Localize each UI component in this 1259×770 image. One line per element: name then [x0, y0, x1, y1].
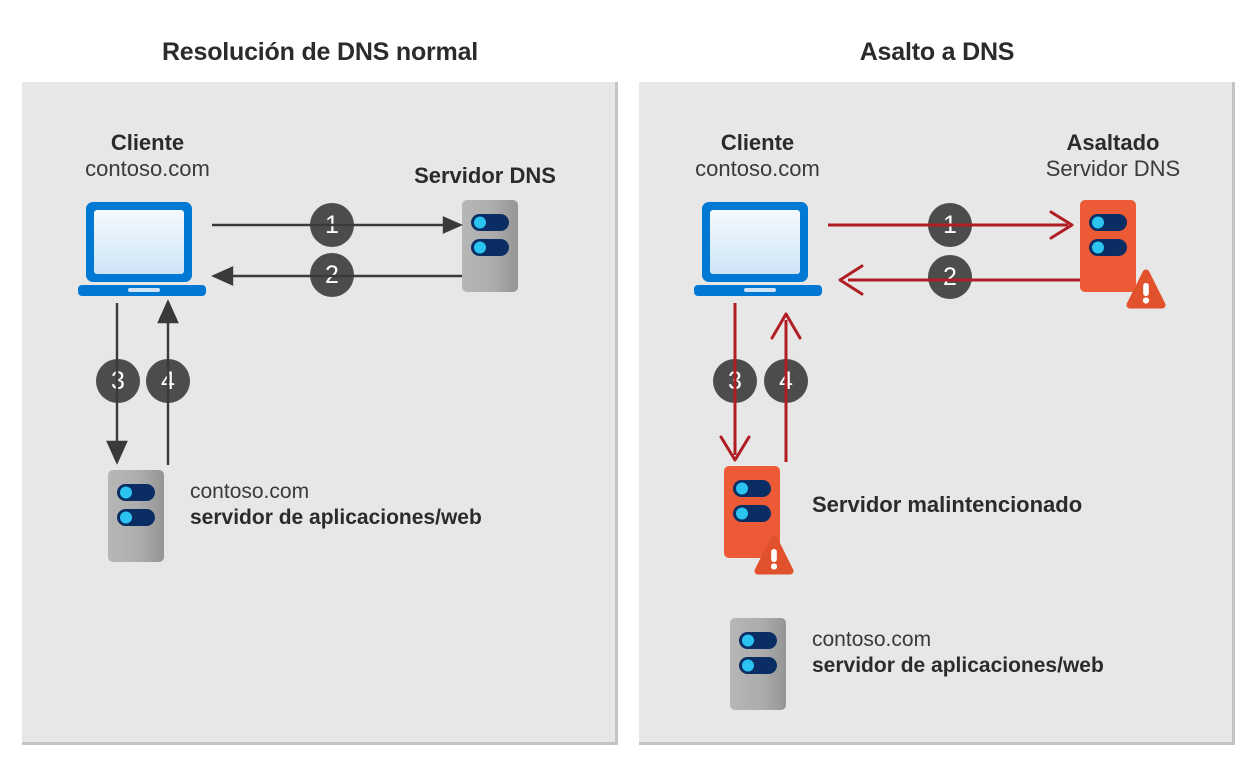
left-step-badge-3: 3: [96, 359, 140, 403]
right-client-label: Cliente contoso.com: [655, 130, 860, 182]
left-client-laptop: [78, 200, 206, 301]
right-client-title: Cliente: [720, 130, 795, 155]
left-app-server: [108, 470, 164, 567]
left-client-label: Cliente contoso.com: [45, 130, 250, 182]
right-dns-server-compromised: [1080, 200, 1176, 317]
server-icon: [730, 618, 786, 710]
left-step-badge-1: 1: [310, 203, 354, 247]
right-step-badge-2: 2: [928, 255, 972, 299]
right-app-server-line2: servidor de aplicaciones/web: [812, 654, 1104, 678]
right-app-server-line1: contoso.com: [812, 628, 932, 651]
warning-triangle-icon: [1126, 269, 1166, 309]
right-malicious-server-label: Servidor malintencionado: [812, 492, 1083, 517]
left-app-server-label: contoso.com servidor de aplicaciones/web: [190, 479, 482, 532]
left-panel-title: Resolución de DNS normal: [161, 38, 479, 66]
right-client-subtitle: contoso.com: [695, 155, 820, 181]
left-step-badge-4: 4: [146, 359, 190, 403]
warning-triangle-icon: [754, 535, 794, 575]
right-panel-title: Asalto a DNS: [859, 38, 1015, 66]
left-app-server-line1: contoso.com: [190, 480, 310, 503]
right-app-server: [730, 618, 786, 715]
left-panel: [22, 82, 618, 745]
right-step-badge-4: 4: [764, 359, 808, 403]
server-compromised-icon: [724, 466, 794, 575]
left-step-badge-2: 2: [310, 253, 354, 297]
server-icon: [462, 200, 518, 292]
left-dns-label: Servidor DNS: [385, 163, 585, 189]
laptop-icon: [78, 202, 206, 296]
left-dns-title: Servidor DNS: [414, 163, 556, 188]
right-step-badge-1: 1: [928, 203, 972, 247]
right-dns-title: Asaltado: [1066, 130, 1160, 155]
right-dns-label: Asaltado Servidor DNS: [1013, 130, 1213, 182]
laptop-icon: [694, 202, 822, 296]
right-client-laptop: [694, 200, 822, 301]
server-compromised-icon: [1080, 200, 1166, 309]
left-client-title: Cliente: [110, 130, 185, 155]
left-dns-server: [462, 200, 518, 297]
right-app-server-label: contoso.com servidor de aplicaciones/web: [812, 627, 1104, 680]
right-malicious-server: [724, 466, 820, 583]
left-client-subtitle: contoso.com: [85, 155, 210, 181]
right-step-badge-3: 3: [713, 359, 757, 403]
right-dns-subtitle: Servidor DNS: [1045, 155, 1181, 181]
server-icon: [108, 470, 164, 562]
left-app-server-line2: servidor de aplicaciones/web: [190, 506, 482, 530]
